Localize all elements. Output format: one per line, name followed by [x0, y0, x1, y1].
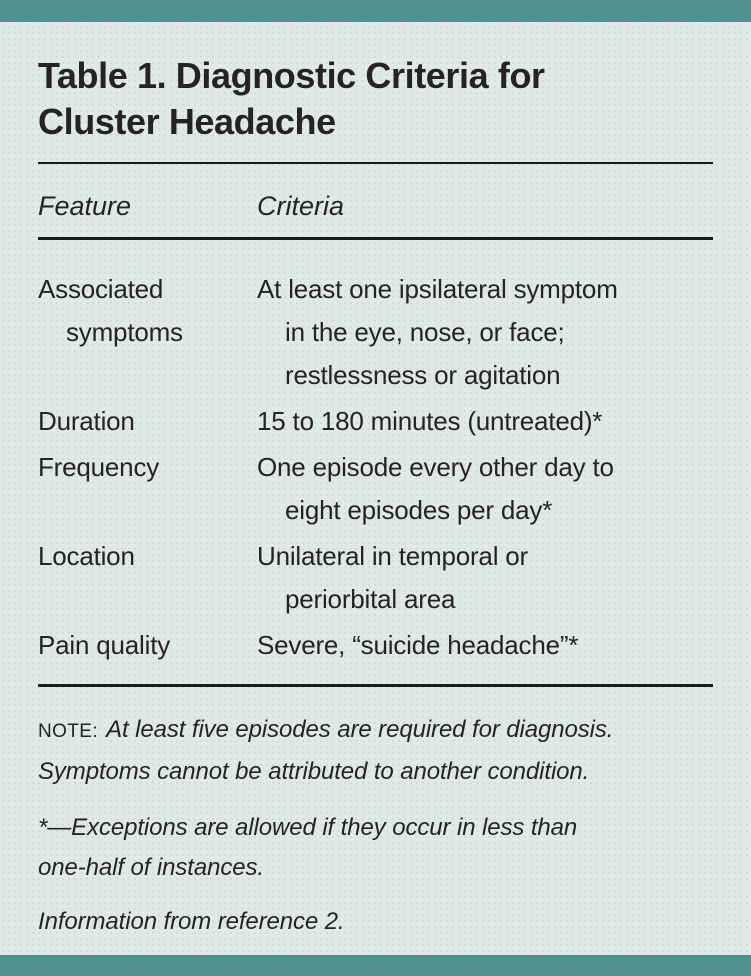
source-attribution: Information from reference 2.	[38, 908, 345, 935]
column-header-criteria: Criteria	[257, 191, 345, 221]
note-label: NOTE:	[38, 721, 99, 742]
table-header-row: Feature Criteria	[38, 189, 713, 223]
table-title: Table 1. Diagnostic Criteria for Cluster…	[38, 55, 545, 142]
table-content: Table 1. Diagnostic Criteria for Cluster…	[38, 22, 713, 942]
column-header-feature: Feature	[38, 191, 132, 221]
feature-cell: Frequency	[38, 452, 160, 482]
criteria-cell: 15 to 180 minutes (untreated)*	[257, 406, 603, 436]
criteria-cell: At least one ipsilateral symptom in the …	[257, 274, 618, 390]
bottom-accent-bar	[0, 955, 751, 976]
table-body: Associated symptoms At least one ipsilat…	[38, 268, 713, 667]
footer-divider	[38, 684, 713, 687]
table-row-duration: Duration 15 to 180 minutes (untreated)*	[38, 400, 713, 443]
feature-cell: Pain quality	[38, 630, 171, 660]
feature-cell: Duration	[38, 406, 135, 436]
table-row-location: Location Unilateral in temporal or perio…	[38, 535, 713, 621]
criteria-cell: Unilateral in temporal or periorbital ar…	[257, 541, 529, 614]
note-text: At least five episodes are required for …	[38, 716, 614, 785]
table-row-pain-quality: Pain quality Severe, “suicide headache”*	[38, 624, 713, 667]
table-row-frequency: Frequency One episode every other day to…	[38, 446, 713, 532]
criteria-cell: Severe, “suicide headache”*	[257, 630, 579, 660]
criteria-cell: One episode every other day to eight epi…	[257, 452, 614, 525]
table-note: NOTE:At least five episodes are required…	[38, 710, 713, 792]
table-row-associated-symptoms: Associated symptoms At least one ipsilat…	[38, 268, 713, 397]
asterisk-footnote: *—Exceptions are allowed if they occur i…	[38, 814, 578, 881]
feature-cell: Location	[38, 541, 135, 571]
title-divider	[38, 162, 713, 164]
header-divider	[38, 237, 713, 240]
feature-cell: Associated symptoms	[38, 274, 183, 347]
top-accent-bar	[0, 0, 751, 22]
